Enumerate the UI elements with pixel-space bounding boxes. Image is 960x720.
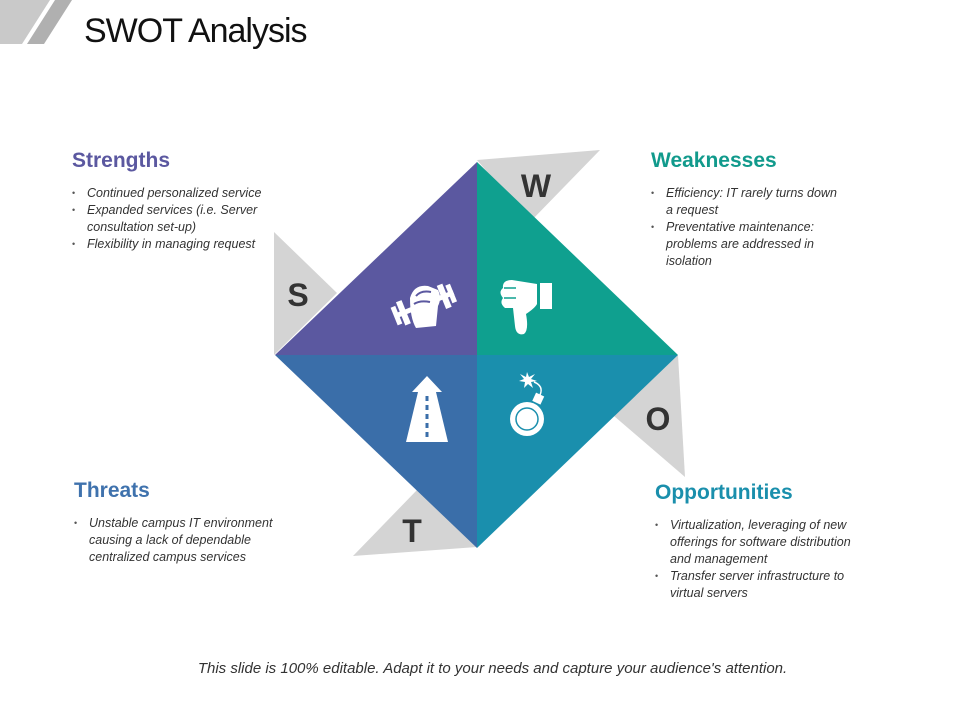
list-item: Preventative maintenance: problems are a… [651,219,846,270]
weaknesses-list: Efficiency: IT rarely turns down a reque… [651,185,846,270]
strengths-heading: Strengths [72,149,171,172]
threats-heading: Threats [74,479,150,502]
opportunities-heading: Opportunities [655,481,793,504]
road-arrow-icon [406,376,448,442]
t-flag [353,490,477,556]
letter-o: O [646,401,671,437]
threats-quadrant [275,355,477,548]
w-flag [477,150,600,222]
list-item: Expanded services (i.e. Server consultat… [72,202,272,236]
list-item: Efficiency: IT rarely turns down a reque… [651,185,846,219]
weaknesses-heading: Weaknesses [651,149,777,172]
opportunities-list: Virtualization, leveraging of new offeri… [655,517,855,602]
thumbs-down-icon [500,280,552,335]
letter-w: W [521,168,552,204]
strengths-block: Strengths Continued personalized service… [72,149,272,253]
threats-block: Threats Unstable campus IT environment c… [74,479,274,566]
list-item: Flexibility in managing request [72,236,272,253]
corner-decoration [0,0,72,44]
list-item: Continued personalized service [72,185,272,202]
letter-t: T [402,513,422,549]
s-flag [274,232,337,355]
page-title: SWOT Analysis [84,12,308,50]
weaknesses-block: Weaknesses Efficiency: IT rarely turns d… [651,149,846,270]
weaknesses-quadrant [477,162,678,355]
strengths-quadrant [275,162,477,355]
bomb-icon [510,372,545,436]
list-item: Unstable campus IT environment causing a… [74,515,274,566]
list-item: Transfer server infrastructure to virtua… [655,568,855,602]
footer-note: This slide is 100% editable. Adapt it to… [197,660,788,677]
strengths-list: Continued personalized service Expanded … [72,185,272,253]
opportunities-quadrant [477,355,678,548]
letter-s: S [287,277,308,313]
opportunities-block: Opportunities Virtualization, leveraging… [655,481,855,602]
o-flag [614,355,685,477]
flexing-arm-dumbbell-icon [390,283,458,328]
threats-list: Unstable campus IT environment causing a… [74,515,274,566]
list-item: Virtualization, leveraging of new offeri… [655,517,855,568]
